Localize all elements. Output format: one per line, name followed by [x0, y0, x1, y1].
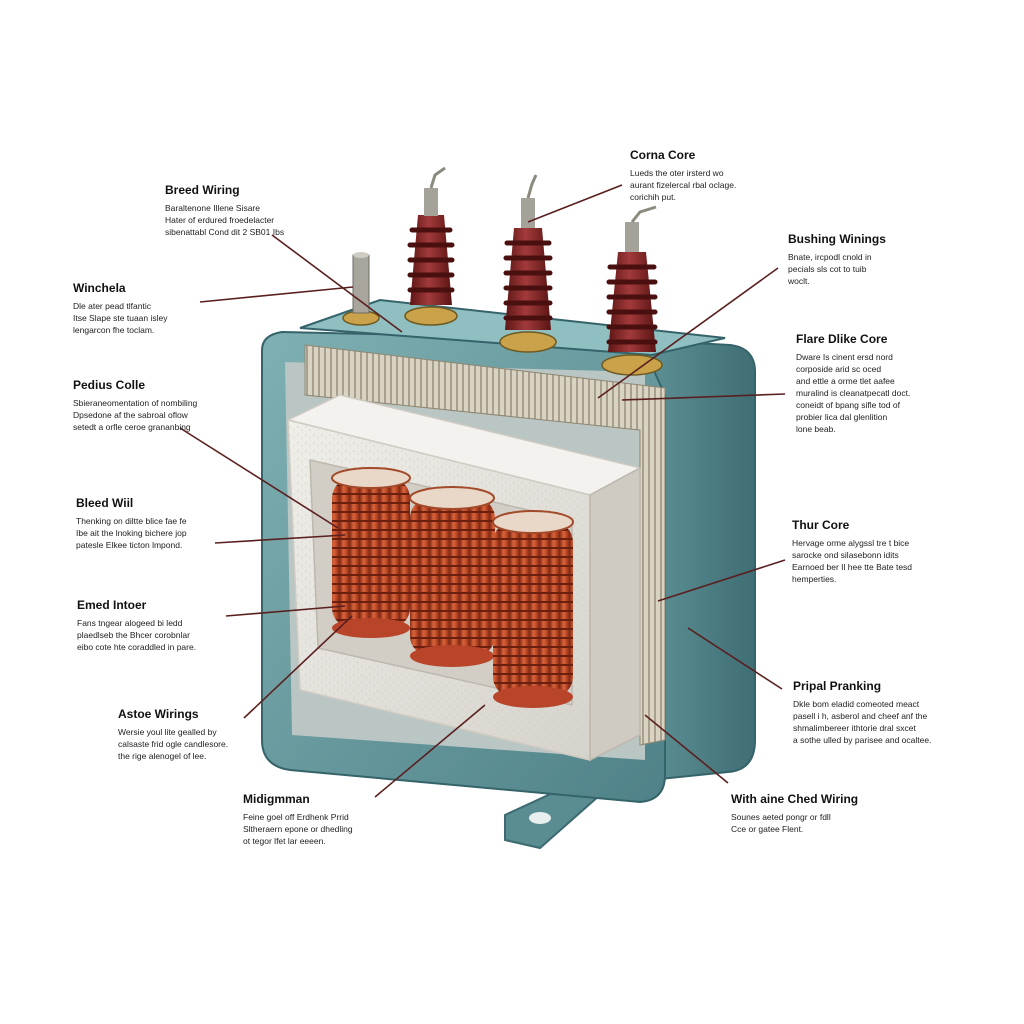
leader-breed-wiring [271, 234, 403, 333]
coil-right [492, 510, 574, 708]
label-thur-core: Thur Core Hervage orme alygssl tre t bic… [792, 518, 1022, 585]
label-pripal-pranking: Pripal Pranking Dkle bom eladid comeoted… [793, 679, 1023, 746]
label-title: Bleed Wiil [76, 496, 134, 510]
leader-with-aine-ched-wiring [644, 714, 729, 784]
label-title: Corna Core [630, 148, 696, 162]
leader-winchela [199, 286, 354, 303]
leader-midigmman [374, 704, 486, 798]
leader-pripal-pranking [687, 627, 783, 690]
tank-right-side [638, 338, 756, 782]
bushing-1 [404, 166, 458, 326]
label-title: Bushing Winings [788, 232, 886, 246]
label-title: Pedius Colle [73, 378, 146, 392]
label-title: Winchela [73, 281, 126, 295]
label-title: Midigmman [243, 792, 310, 806]
label-with-aine-ched-wiring: With aine Ched Wiring Sounes aeted pongr… [731, 792, 961, 835]
leader-emed-intoer [225, 605, 346, 617]
leader-astoe-wirings [243, 615, 353, 719]
label-astoe-wirings: Astoe Wirings Wersie youl lite gealled b… [118, 707, 348, 762]
radiator-fins [304, 344, 666, 746]
label-title: Flare Dlike Core [796, 332, 888, 346]
leader-corna-core [527, 184, 623, 223]
label-title: Pripal Pranking [793, 679, 882, 693]
label-title: Astoe Wirings [118, 707, 199, 721]
leader-thur-core [657, 559, 786, 602]
leader-bleed-wiil [214, 534, 346, 544]
foot-right-hole [529, 812, 551, 824]
label-title: Thur Core [792, 518, 850, 532]
bushing-2 [499, 174, 557, 353]
leader-bushing-winings [597, 267, 779, 399]
label-bleed-wiil: Bleed Wiil Thenking on diltte blice fae … [76, 496, 306, 551]
label-title: With aine Ched Wiring [731, 792, 859, 806]
label-title: Emed Intoer [77, 598, 147, 612]
leader-flare-dlie-core [621, 393, 786, 401]
coil-middle [409, 486, 495, 667]
winding-coils [331, 467, 574, 708]
leader-lines [179, 184, 786, 798]
label-flare-dlie-core: Flare Dlike Core Dware Is cinent ersd no… [796, 332, 1024, 435]
bushings [342, 166, 663, 376]
insulation-side [589, 466, 641, 762]
bushing-3 [601, 205, 663, 376]
label-pedius-colle: Pedius Colle Sbieraneomentation of nombi… [73, 378, 303, 433]
label-title: Breed Wiring [165, 183, 240, 197]
coil-left [331, 467, 411, 638]
leader-pedius-colle [179, 427, 339, 529]
low-voltage-terminal [342, 252, 380, 326]
